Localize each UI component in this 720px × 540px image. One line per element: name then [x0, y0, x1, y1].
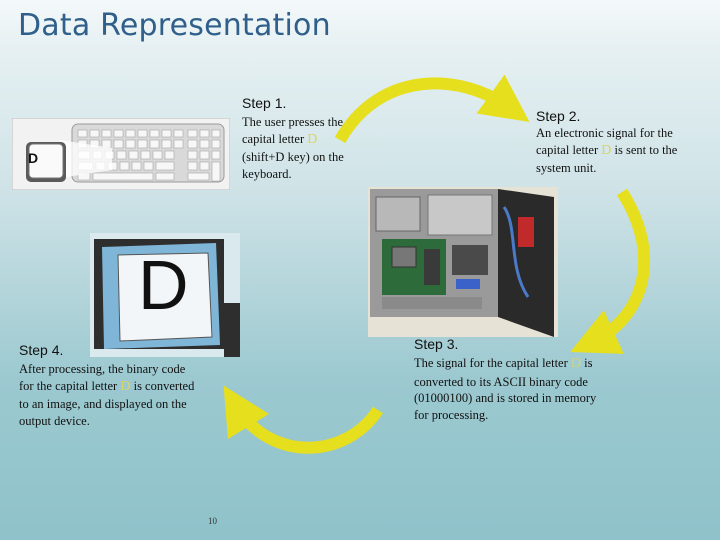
step1-heading: Step 1.: [242, 95, 287, 111]
step4-text: After processing, the binary code for th…: [19, 362, 195, 428]
title-band: [0, 0, 720, 48]
step4-heading: Step 4.: [19, 342, 64, 358]
monitor-image: [90, 233, 240, 357]
system-unit-image: [368, 187, 558, 337]
step3-letter: D: [570, 356, 582, 371]
step3-text: The signal for the capital letter D is c…: [414, 356, 597, 422]
monitor-letter: D: [138, 246, 189, 324]
step1-text: The user presses the capital letter D (s…: [242, 115, 344, 181]
step2-text: An electronic signal for the capital let…: [536, 126, 678, 176]
arrow-step3-to-step4: [223, 385, 384, 454]
keyboard-image: [12, 118, 230, 190]
step2-letter: D: [601, 142, 612, 158]
step4-letter: D: [120, 378, 131, 394]
step2-heading: Step 2.: [536, 108, 581, 124]
arrow-step2-to-step3: [570, 188, 650, 354]
keyboard-key-letter: D: [28, 150, 39, 166]
step1-letter: D: [307, 131, 318, 147]
page-number: 10: [208, 516, 217, 526]
step3-heading: Step 3.: [414, 336, 459, 352]
slide-title: Data Representation: [18, 8, 331, 43]
arrow-step1-to-step2: [334, 74, 530, 144]
